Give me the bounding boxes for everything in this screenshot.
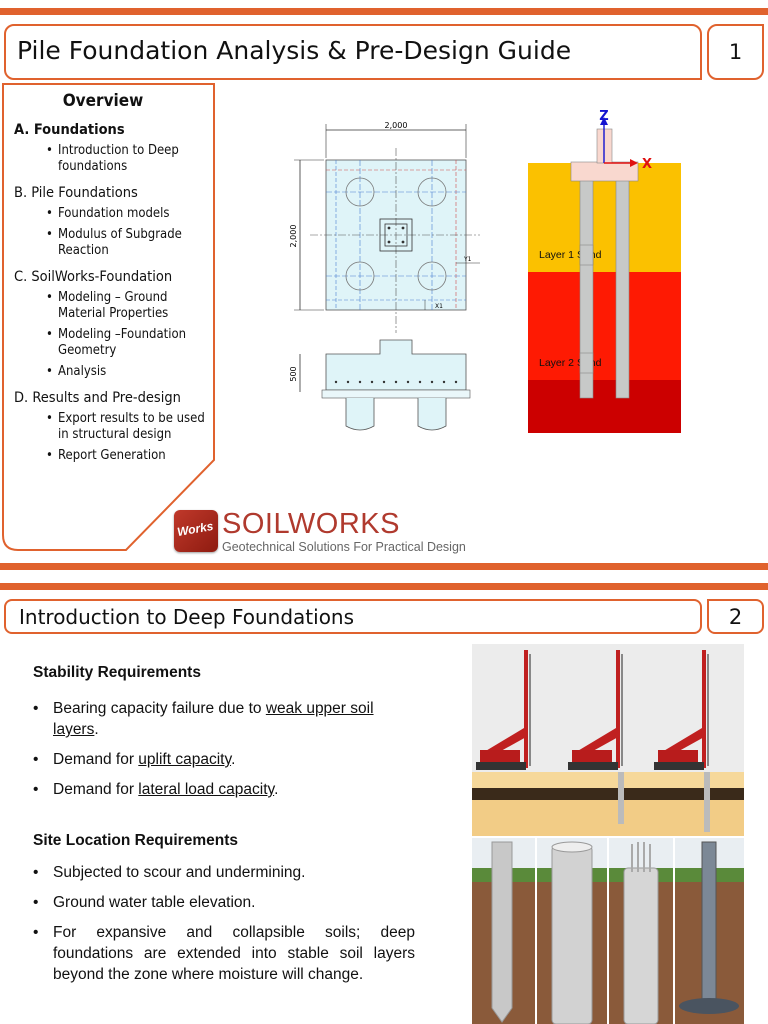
soilworks-badge-icon: Works	[174, 510, 218, 552]
soil-layer-3	[528, 380, 681, 433]
dim-section-label: 500	[289, 366, 298, 381]
x-axis-arrow	[630, 159, 638, 167]
soilworks-tagline: Geotechnical Solutions For Practical Des…	[222, 540, 466, 554]
x1-label: X1	[435, 303, 443, 310]
overview-heading: Overview	[62, 91, 144, 111]
slide1-bottom-bar	[0, 563, 768, 570]
slide1-title-box: Pile Foundation Analysis & Pre-Design Gu…	[4, 24, 702, 80]
overview-item: Foundation models	[0, 206, 214, 222]
dim-side-label: 2,000	[289, 225, 298, 248]
site-item: For expansive and collapsible soils; dee…	[33, 922, 415, 985]
slide2-page-number-box: 2	[707, 599, 764, 634]
overview-item: Modulus of Subgrade Reaction	[0, 227, 214, 259]
overview-section-d: D. Results and Pre-design	[14, 390, 181, 406]
precast-pile-icon	[491, 841, 513, 1023]
overview-item: Modeling –Foundation Geometry	[0, 327, 214, 359]
stability-list: Bearing capacity failure due to weak upp…	[33, 698, 415, 800]
overview-item: Analysis	[0, 364, 214, 380]
soilworks-logo: Works SOILWORKS Geotechnical Solutions F…	[174, 508, 494, 556]
pile-cap	[570, 161, 639, 182]
x-axis-label: X	[642, 157, 652, 172]
site-item: Subjected to scour and undermining.	[33, 862, 415, 883]
stability-item: Bearing capacity failure due to weak upp…	[33, 698, 415, 740]
overview-section-a: A. Foundations	[14, 122, 125, 138]
slide1-page-number-box: 1	[707, 24, 764, 80]
pile-circle	[417, 261, 447, 291]
overview-section-c: C. SoilWorks-Foundation	[14, 269, 173, 285]
slide2-top-bar	[0, 583, 768, 590]
overview-item: Modeling – Ground Material Properties	[0, 290, 214, 322]
drilling-rig-icon	[476, 650, 531, 770]
slide1-title: Pile Foundation Analysis & Pre-Design Gu…	[17, 36, 572, 65]
soilworks-badge-text: Works	[176, 518, 215, 540]
column-outline	[379, 218, 413, 252]
slide1-top-bar	[0, 8, 768, 15]
drilling-rigs-illustration	[472, 644, 744, 836]
pile-section	[345, 398, 375, 431]
stability-item: Demand for lateral load capacity.	[33, 779, 415, 800]
pipe-pile-icon	[551, 845, 593, 1024]
soilworks-name: SOILWORKS	[222, 508, 400, 540]
soil-layer-figure: Z X Layer 1 Sand Layer 2 Sand	[528, 109, 681, 433]
pile-circle	[345, 261, 375, 291]
slide2-title: Introduction to Deep Foundations	[19, 605, 355, 629]
slide2-page-number: 2	[728, 604, 743, 629]
drilling-rig-icon	[568, 650, 624, 824]
stability-heading: Stability Requirements	[33, 664, 201, 681]
overview-item: Introduction to Deep foundations	[0, 143, 214, 175]
pile-circle	[345, 177, 375, 207]
site-list: Subjected to scour and undermining. Grou…	[33, 862, 415, 985]
helical-pile-icon	[701, 841, 717, 1009]
y1-label: Y1	[463, 256, 472, 263]
cast-in-place-pile-icon	[623, 867, 659, 1024]
pile-types-illustration	[472, 838, 744, 1024]
pile-section	[417, 398, 447, 431]
slide2-title-box: Introduction to Deep Foundations	[4, 599, 702, 634]
stability-item: Demand for uplift capacity.	[33, 749, 415, 770]
site-item: Ground water table elevation.	[33, 892, 415, 913]
overview-item: Report Generation	[0, 448, 214, 464]
dim-top-label: 2,000	[385, 121, 408, 130]
overview-panel: Overview A. Foundations Introduction to …	[14, 88, 214, 469]
slide2-text: Stability Requirements Bearing capacity …	[33, 662, 415, 994]
z-axis-label: Z	[599, 109, 608, 124]
pile-right	[615, 179, 630, 399]
soil-layer-2	[528, 272, 681, 380]
site-heading: Site Location Requirements	[33, 832, 238, 849]
overview-section-b: B. Pile Foundations	[14, 185, 138, 201]
overview-item: Export results to be used in structural …	[0, 411, 214, 443]
slide1-page-number: 1	[728, 40, 743, 64]
pile-cap-drawing: 2,000 2,000 Y1 X1 500	[289, 121, 480, 431]
drilling-rig-icon	[654, 650, 710, 832]
z-axis-arrow	[600, 117, 608, 125]
pile-circle	[417, 177, 447, 207]
